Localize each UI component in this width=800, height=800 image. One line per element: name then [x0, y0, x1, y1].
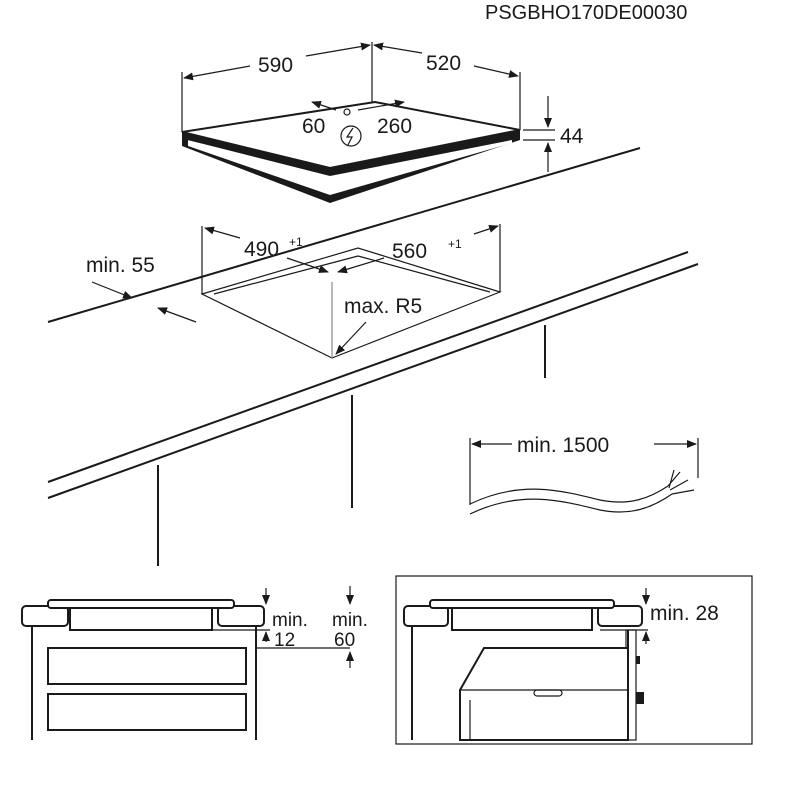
min-edge-distance-label: min. 55 [86, 254, 155, 277]
oven-gap-label: min. 28 [650, 602, 719, 625]
cable-offset-right-label: 260 [377, 115, 412, 138]
hob-width-label: 590 [258, 54, 293, 77]
gap-label-b-line1: min. [332, 610, 368, 631]
drawer-cross-section: min. 12 min. 60 [21, 586, 368, 740]
gap-label-a-line2: 12 [274, 630, 295, 651]
oven-cross-section: min. 28 [395, 575, 753, 745]
lightning-bolt-icon [340, 125, 362, 147]
hob-depth-label: 520 [426, 52, 461, 75]
hob-drawing: 590 520 60 260 44 [181, 42, 584, 203]
gap-label-b-line2: 60 [334, 630, 355, 651]
cutout-width-tolerance: +1 [289, 235, 303, 249]
cutout-width-label: 490 [244, 238, 279, 261]
gap-label-a-line1: min. [272, 610, 308, 631]
cable-min-length-label: min. 1500 [517, 434, 609, 457]
hob-height-label: 44 [560, 125, 584, 148]
worktop-drawing: 490 +1 560 +1 min. 55 max. R5 [47, 147, 699, 566]
cutout-depth-tolerance: +1 [448, 237, 462, 251]
cable-offset-left-label: 60 [302, 115, 325, 138]
cable-drawing: min. 1500 [469, 434, 699, 515]
drawing-code: PSGBHO170DE00030 [485, 2, 687, 24]
hob-body-edge [182, 130, 520, 203]
cutout-depth-label: 560 [392, 240, 427, 263]
corner-radius-label: max. R5 [344, 295, 422, 318]
